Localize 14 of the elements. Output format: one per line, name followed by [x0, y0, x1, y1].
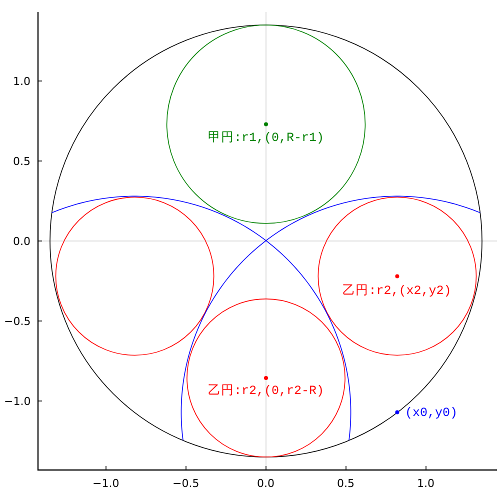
point-label: (x0,y0) — [405, 406, 458, 419]
circle-label: 乙円:r2,(0,r2-R) — [208, 384, 324, 397]
circle-label: 乙円:r2,(x2,y2) — [342, 284, 452, 297]
circle-label: 甲円:r1,(0,R-r1) — [208, 132, 324, 144]
tick-label: 0.0 — [257, 478, 274, 488]
tick-label: −0.5 — [4, 316, 31, 326]
tick-label: 0.5 — [337, 478, 354, 488]
tick-label: −1.0 — [92, 478, 120, 488]
tick-label: −0.5 — [172, 478, 200, 488]
tick-label: 1.0 — [13, 76, 30, 86]
tick-label: 0.5 — [13, 156, 30, 166]
tick-label: 1.0 — [417, 478, 434, 488]
tick-label: 0.0 — [13, 236, 30, 246]
tick-label: −1.0 — [4, 396, 31, 406]
